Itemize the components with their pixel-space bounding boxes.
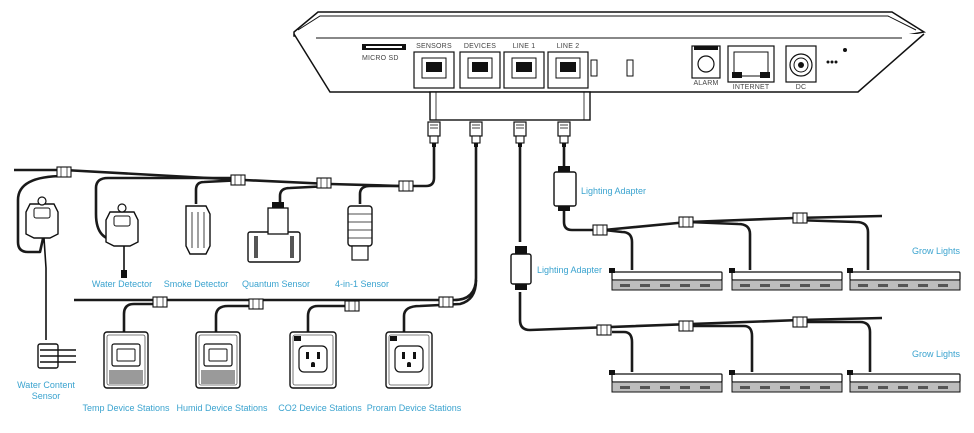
label-lighting-adapter-2: Lighting Adapter bbox=[537, 265, 603, 275]
label-grow-lights-1: Grow Lights bbox=[912, 246, 961, 256]
grow-light-row1-3 bbox=[846, 267, 961, 291]
controller-unit bbox=[293, 11, 927, 121]
program-device-station bbox=[385, 331, 433, 389]
grow-light-row2-1 bbox=[608, 369, 723, 393]
port-label-micro-sd: MICRO SD bbox=[362, 55, 399, 62]
label-four-in-one-sensor: 4-in-1 Sensor bbox=[334, 279, 390, 289]
co2-device-station bbox=[289, 331, 337, 389]
port-label-line2: LINE 2 bbox=[556, 43, 580, 50]
label-program-device-stations: Proram Device Stations bbox=[366, 403, 462, 413]
port-label-internet: INTERNET bbox=[732, 84, 770, 91]
port-label-sensors: SENSORS bbox=[416, 43, 452, 50]
label-humid-device-stations: Humid Device Stations bbox=[176, 403, 268, 413]
temp-device-station bbox=[103, 331, 149, 389]
grow-light-row2-2 bbox=[728, 369, 843, 393]
water-detector-1 bbox=[25, 196, 59, 340]
grow-light-row1-2 bbox=[728, 267, 843, 291]
quantum-sensor bbox=[247, 202, 301, 263]
label-grow-lights-2: Grow Lights bbox=[912, 349, 961, 359]
grow-light-row1-1 bbox=[608, 267, 723, 291]
grow-light-row2-3 bbox=[846, 369, 961, 393]
humid-device-station bbox=[195, 331, 241, 389]
connectors bbox=[56, 121, 808, 336]
lighting-adapter-2 bbox=[510, 246, 532, 290]
port-label-dc: DC bbox=[795, 84, 807, 91]
smoke-detector bbox=[185, 205, 211, 255]
label-smoke-detector: Smoke Detector bbox=[163, 279, 229, 289]
port-label-alarm: ALARM bbox=[693, 80, 719, 87]
port-label-line1: LINE 1 bbox=[512, 43, 536, 50]
port-label-devices: DEVICES bbox=[463, 43, 497, 50]
four-in-one-sensor bbox=[347, 205, 373, 261]
label-lighting-adapter-1: Lighting Adapter bbox=[581, 186, 647, 196]
lighting-adapter-1 bbox=[553, 166, 577, 211]
label-water-detector: Water Detector bbox=[91, 279, 153, 289]
label-quantum-sensor: Quantum Sensor bbox=[241, 279, 311, 289]
water-detector-2 bbox=[105, 203, 139, 278]
label-temp-device-stations: Temp Device Stations bbox=[82, 403, 170, 413]
label-water-content-line1: Water Content bbox=[17, 380, 75, 390]
label-co2-device-stations: CO2 Device Stations bbox=[278, 403, 362, 413]
water-content-sensor bbox=[37, 343, 76, 369]
label-water-content-line2: Sensor bbox=[31, 391, 61, 401]
